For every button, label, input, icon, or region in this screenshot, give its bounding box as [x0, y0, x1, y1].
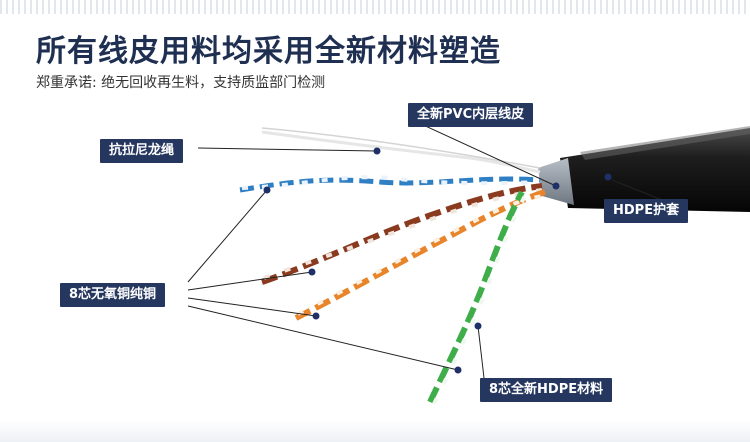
top-decorative-stripe: [0, 0, 750, 14]
label-pvc-inner-skin: 全新PVC内层线皮: [408, 103, 534, 127]
label-nylon-rope: 抗拉尼龙绳: [100, 139, 184, 163]
nylon-rope-strand: [261, 127, 541, 169]
page-subtitle: 郑重承诺: 绝无回收再生料，支持质监部门检测: [36, 75, 326, 91]
callout-dots: [263, 147, 612, 374]
label-hdpe-material: 8芯全新HDPE材料: [480, 378, 613, 402]
nylon-rope: [261, 130, 541, 174]
green-pair-b: [432, 193, 528, 405]
hdpe-jacket-highlight: [580, 126, 750, 160]
label-copper-core: 8芯无氧铜纯铜: [60, 283, 166, 307]
page-title: 所有线皮用料均采用全新材料塑造: [36, 34, 501, 69]
pvc-inner-skin: [538, 158, 574, 205]
label-hdpe-jacket: HDPE护套: [604, 199, 689, 223]
brown-pair-b: [263, 188, 543, 280]
bottom-shade: [0, 420, 750, 442]
blue-pair-a: [239, 176, 541, 193]
hdpe-jacket: [560, 128, 750, 212]
orange-pair-b: [297, 194, 546, 316]
callout-lines: [187, 117, 663, 379]
